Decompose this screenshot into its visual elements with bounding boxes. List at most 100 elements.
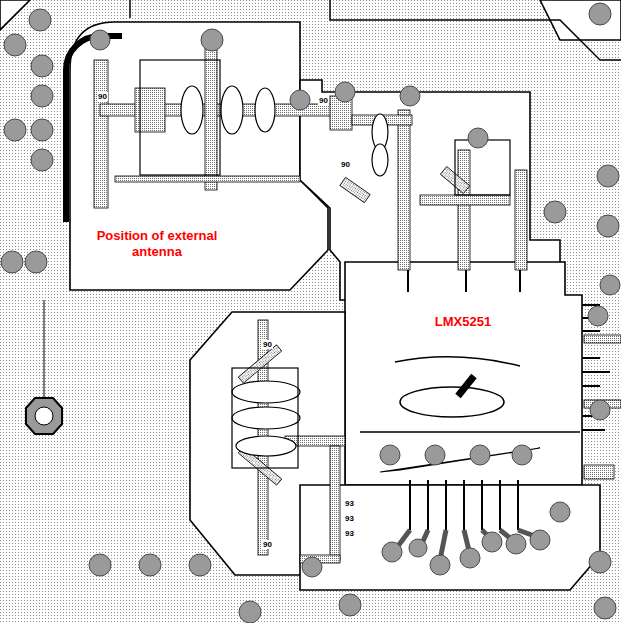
- track: [330, 446, 340, 561]
- chip-marking: [458, 376, 474, 396]
- chip-marking: [400, 387, 504, 417]
- clearance-areas: [0, 0, 621, 590]
- via: [425, 445, 445, 465]
- corner-clearance: [0, 0, 30, 30]
- via: [600, 275, 620, 295]
- footprint-value: 90: [340, 160, 351, 169]
- via: [4, 34, 26, 56]
- via: [189, 554, 211, 576]
- track: [515, 170, 527, 270]
- track: [398, 110, 410, 270]
- via: [544, 201, 566, 223]
- via: [530, 530, 550, 550]
- via: [460, 548, 480, 568]
- footprint-value: 90: [97, 92, 108, 101]
- via: [335, 82, 355, 102]
- via: [597, 215, 619, 237]
- chip-pin: [410, 480, 518, 530]
- via: [31, 119, 53, 141]
- via: [90, 30, 110, 50]
- via: [590, 400, 610, 420]
- pin-clearance: [300, 485, 600, 590]
- chip-artwork: [360, 270, 610, 560]
- component-pads: [140, 60, 510, 468]
- node-title: LMX5251: [435, 314, 491, 330]
- via: [302, 557, 322, 577]
- footprint-value: 90: [262, 540, 273, 549]
- track: [340, 177, 370, 202]
- via: [588, 306, 608, 326]
- pad: [584, 465, 614, 479]
- via: [482, 532, 502, 552]
- component-outline: [455, 140, 510, 195]
- via: [1, 251, 23, 273]
- via: [382, 542, 402, 562]
- via: [380, 445, 400, 465]
- capacitor-pad: [232, 407, 300, 429]
- via: [594, 597, 616, 619]
- via: [31, 55, 53, 77]
- via: [4, 119, 26, 141]
- mounting-via: [26, 398, 62, 434]
- via: [589, 551, 611, 573]
- footprint-value: 93: [344, 499, 355, 508]
- chip-marking: [360, 431, 580, 433]
- pour-edge: [129, 0, 131, 18]
- chip-body: LMX5251: [346, 266, 580, 426]
- track: [584, 335, 621, 343]
- via: [31, 85, 53, 107]
- component-outline: [140, 60, 220, 175]
- via: [400, 86, 420, 106]
- track: [458, 150, 470, 270]
- capacitor-pad: [236, 436, 296, 456]
- via: [31, 149, 53, 171]
- footprint-value: 93: [344, 514, 355, 523]
- via: [25, 251, 47, 273]
- via: [339, 594, 361, 616]
- capacitor-pad: [372, 144, 388, 176]
- chip-clearance: [345, 262, 582, 485]
- via: [239, 601, 261, 623]
- capacitor-pad: [221, 86, 243, 134]
- capacitor-pad: [232, 381, 300, 403]
- node-title: Position of external antenna: [82, 228, 232, 260]
- via: [512, 445, 532, 465]
- track: [115, 176, 300, 182]
- via: [29, 9, 51, 31]
- via: [290, 90, 310, 110]
- pour-edge: [330, 0, 621, 60]
- track: [205, 40, 217, 190]
- antenna-outline: [66, 36, 122, 222]
- via: [597, 165, 619, 187]
- via: [139, 554, 161, 576]
- via-group: [1, 3, 620, 623]
- capacitor-pad: [181, 86, 203, 134]
- mounting-via: [35, 407, 53, 425]
- track: [44, 300, 45, 398]
- track: [238, 345, 281, 383]
- chip-marking: [395, 357, 520, 366]
- antenna-label-box: Position of external antenna: [76, 214, 238, 288]
- chip-pin: [408, 270, 520, 292]
- track: [420, 195, 510, 205]
- via: [430, 555, 450, 575]
- via: [550, 502, 570, 522]
- chip-pin: [582, 305, 610, 430]
- footprint-value: 90: [318, 96, 329, 105]
- feed-track: [94, 60, 108, 208]
- capacitor-pad: [255, 88, 275, 132]
- via: [470, 445, 490, 465]
- via: [409, 539, 427, 557]
- antenna-clearance: [70, 22, 328, 290]
- via: [468, 128, 488, 148]
- component-outline: [232, 368, 298, 468]
- via: [201, 29, 223, 51]
- footprint-value: 93: [344, 529, 355, 538]
- via: [506, 534, 526, 554]
- tracks: [94, 40, 621, 563]
- footprint-value: 90: [262, 340, 273, 349]
- via: [589, 3, 611, 25]
